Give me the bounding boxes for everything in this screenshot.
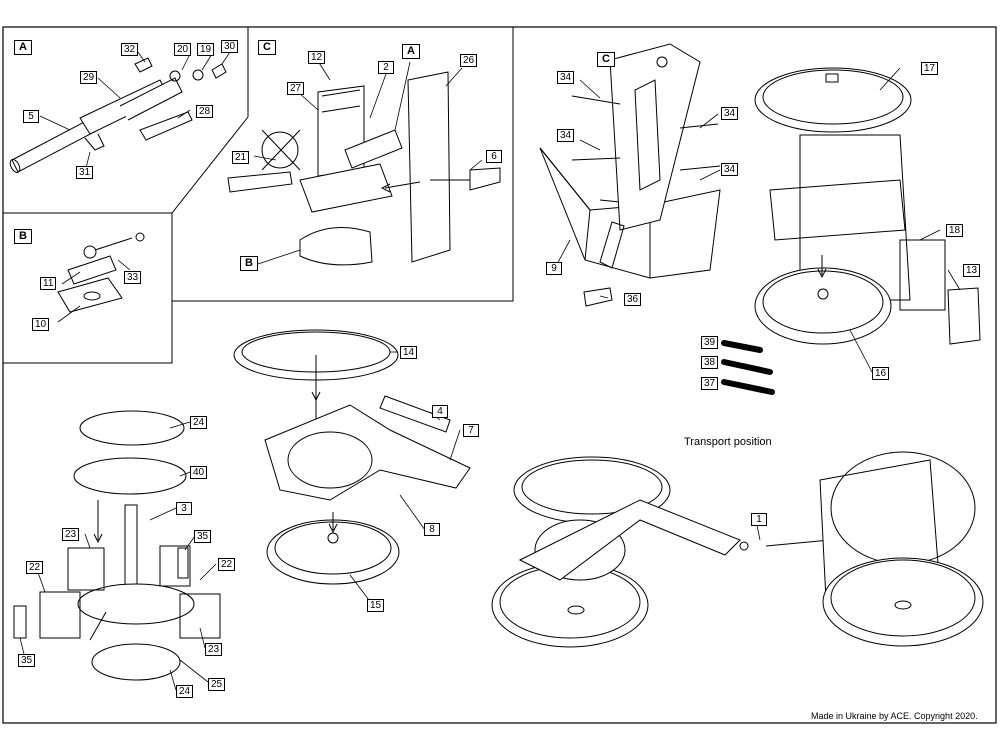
label-panel-a: A [14, 40, 32, 55]
part-label-39: 39 [701, 336, 719, 349]
part-label-19: 19 [197, 43, 215, 56]
label-panel-c: C [258, 40, 276, 55]
part-label-26: 26 [460, 54, 478, 67]
label-c-ref-b: B [240, 256, 258, 271]
part-label-20: 20 [174, 43, 192, 56]
part-label-7: 7 [463, 424, 479, 437]
part-label-21: 21 [232, 151, 250, 164]
part-label-29: 29 [80, 71, 98, 84]
part-label-38: 38 [701, 356, 719, 369]
label-panel-b: B [14, 229, 32, 244]
mount-cradle-drawing [227, 71, 501, 266]
part-label-11: 11 [40, 277, 57, 290]
part-label-22-right: 22 [218, 558, 236, 571]
cartridge-drawings [721, 340, 775, 395]
part-label-6: 6 [486, 150, 502, 163]
part-label-33: 33 [124, 271, 142, 284]
part-label-31: 31 [76, 166, 94, 179]
part-label-3: 3 [176, 502, 192, 515]
part-label-35-right: 35 [194, 530, 212, 543]
part-label-36: 36 [624, 293, 642, 306]
part-label-14: 14 [400, 346, 418, 359]
part-label-32: 32 [121, 43, 139, 56]
part-label-28: 28 [196, 105, 214, 118]
label-c-ref-a: A [402, 44, 420, 59]
part-label-8: 8 [424, 523, 440, 536]
part-label-34-c: 34 [721, 107, 739, 120]
panel-b-frame [3, 212, 173, 364]
part-label-34-d: 34 [721, 163, 739, 176]
part-label-40: 40 [190, 466, 208, 479]
part-label-23-right: 23 [205, 643, 223, 656]
label-shield-ref-c: C [597, 52, 615, 67]
part-label-16: 16 [872, 367, 890, 380]
part-label-10: 10 [32, 318, 50, 331]
part-label-9: 9 [546, 262, 562, 275]
assembly-arrows [89, 181, 827, 641]
part-label-30: 30 [221, 40, 239, 53]
barrel-assembly-drawing [9, 57, 227, 173]
transport-position-drawing [491, 451, 984, 648]
part-label-13: 13 [963, 264, 981, 277]
panel-c-frame [172, 26, 514, 302]
part-label-4: 4 [432, 405, 448, 418]
part-label-35-left: 35 [18, 654, 36, 667]
magazine-exploded-drawing [13, 410, 221, 681]
copyright-notice: Made in Ukraine by ACE. Copyright 2020. [811, 711, 978, 721]
part-label-37: 37 [701, 377, 719, 390]
transport-position-title: Transport position [684, 436, 772, 448]
part-label-15: 15 [367, 599, 385, 612]
part-label-5: 5 [23, 110, 39, 123]
crank-drawing [57, 232, 145, 313]
part-label-27: 27 [287, 82, 305, 95]
part-label-25: 25 [208, 678, 226, 691]
part-label-2: 2 [378, 61, 394, 74]
part-label-18: 18 [946, 224, 964, 237]
full-mount-drawing [754, 67, 981, 345]
part-label-17: 17 [921, 62, 939, 75]
part-label-22-left: 22 [26, 561, 44, 574]
part-label-1: 1 [751, 513, 767, 526]
carriage-assembly-drawing [233, 329, 471, 585]
part-label-24-top: 24 [190, 416, 208, 429]
part-label-34-b: 34 [557, 129, 575, 142]
part-label-34-a: 34 [557, 71, 575, 84]
shield-assembly-drawing [539, 43, 721, 307]
part-label-12: 12 [308, 51, 326, 64]
part-label-24-bottom: 24 [176, 685, 194, 698]
part-label-23-left: 23 [62, 528, 80, 541]
